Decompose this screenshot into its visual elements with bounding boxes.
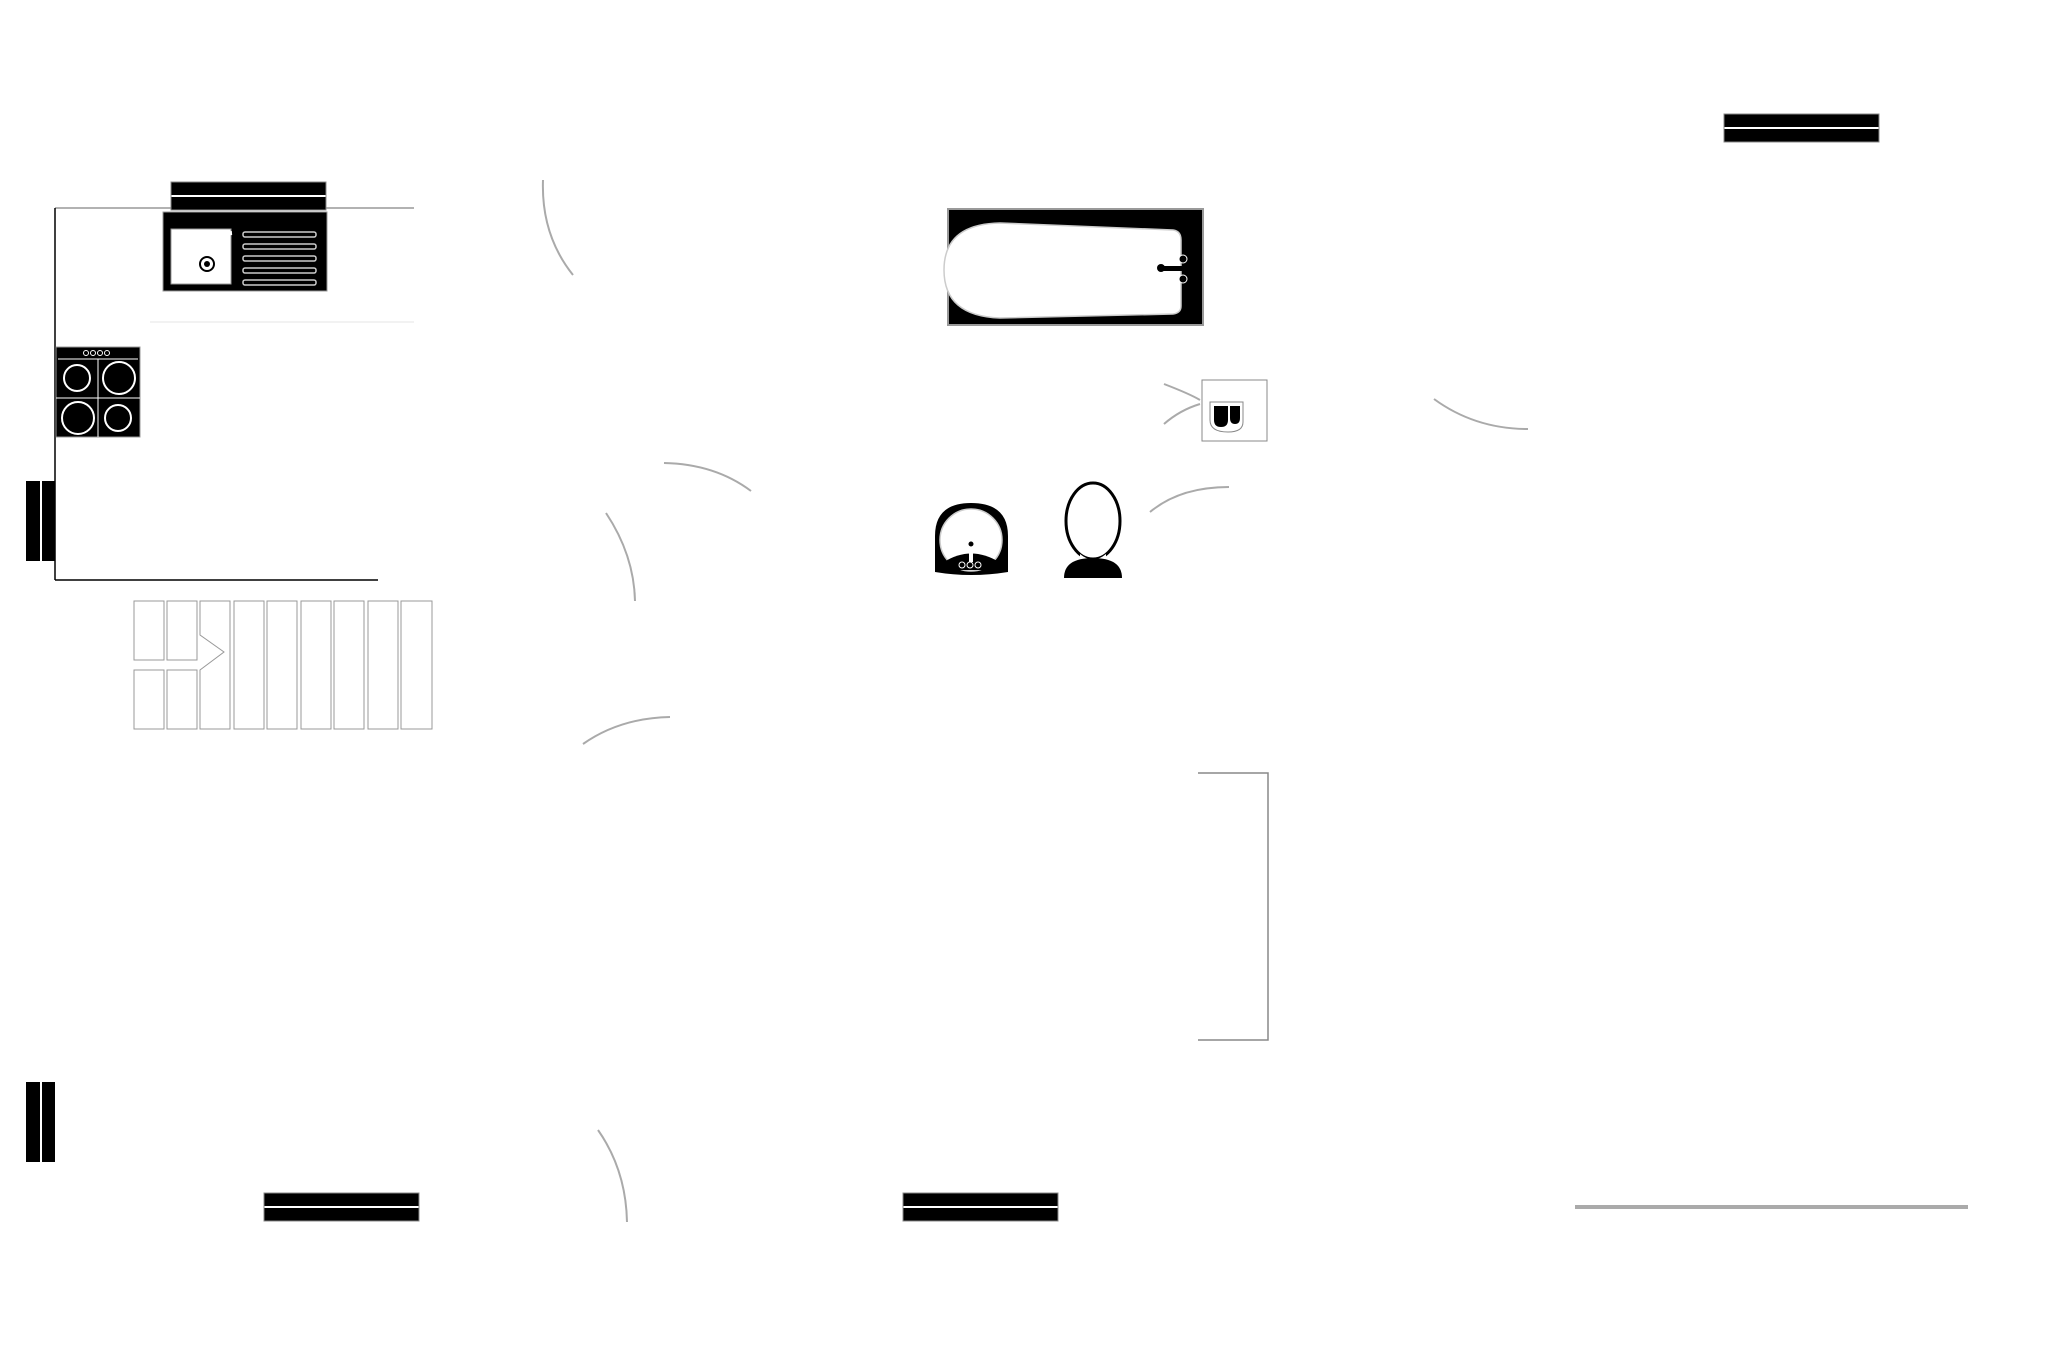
door-swing-arc bbox=[1149, 486, 1230, 513]
door-swing-arc bbox=[663, 462, 752, 492]
window-icon bbox=[1723, 113, 1880, 143]
door-swing-arc bbox=[1433, 398, 1529, 430]
window-icon bbox=[25, 1081, 56, 1163]
door-swing-arc bbox=[541, 179, 574, 276]
window-icon bbox=[170, 181, 327, 211]
window-icon bbox=[263, 1192, 420, 1222]
bracket-outline bbox=[1198, 772, 1269, 1041]
door-swing-arc bbox=[605, 512, 636, 602]
bidet-icon bbox=[1201, 379, 1268, 442]
hob-icon bbox=[55, 346, 141, 438]
door-swing-arc bbox=[582, 716, 671, 745]
sink-icon bbox=[162, 211, 328, 292]
door-swing-arcs bbox=[541, 179, 1529, 1223]
staircase bbox=[133, 600, 433, 730]
door-swing-arc bbox=[1163, 403, 1201, 425]
basin-icon bbox=[935, 503, 1008, 575]
toilet-icon bbox=[1064, 481, 1122, 578]
door-swing-arc bbox=[1163, 383, 1201, 401]
door-swing-arc bbox=[597, 1129, 628, 1223]
window-icon bbox=[902, 1192, 1059, 1222]
bath-icon bbox=[943, 208, 1204, 326]
window-icon bbox=[25, 480, 56, 562]
